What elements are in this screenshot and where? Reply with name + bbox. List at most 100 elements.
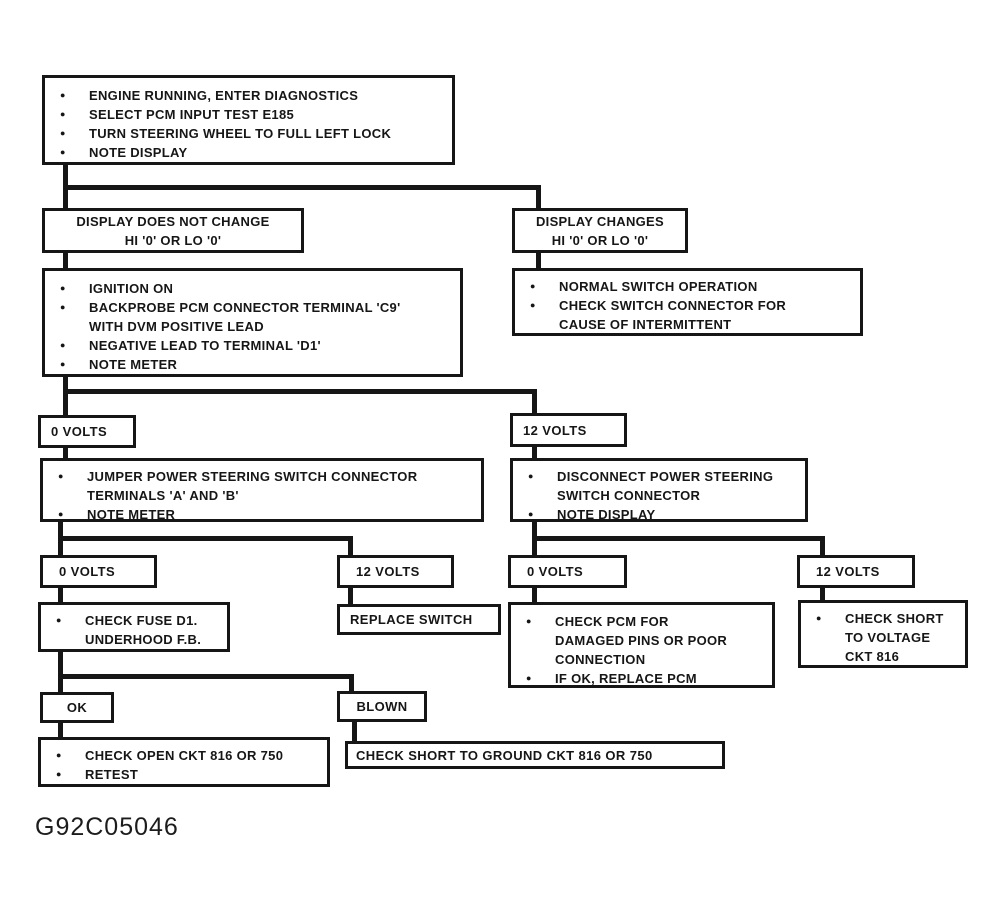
node-replace-switch: REPLACE SWITCH <box>337 604 501 635</box>
node-check-open-ckt: CHECK OPEN CKT 816 OR 750 RETEST <box>38 737 330 787</box>
volt-label: 0 VOLTS <box>527 564 584 579</box>
bullet-icon <box>528 467 534 488</box>
connector-line <box>532 586 537 603</box>
bullet-icon <box>60 355 66 376</box>
node-check-short-voltage: CHECK SHORT TO VOLTAGE CKT 816 <box>798 600 968 668</box>
step-text: CHECK SHORT TO VOLTAGE CKT 816 <box>845 611 944 664</box>
step-item: NOTE METER <box>43 505 471 524</box>
node-disconnect-switch: DISCONNECT POWER STEERING SWITCH CONNECT… <box>510 458 808 522</box>
result-text: DISPLAY CHANGES <box>535 213 665 229</box>
node-12-volts-b: 12 VOLTS <box>337 555 454 588</box>
volt-label: 0 VOLTS <box>59 564 116 579</box>
step-item: NORMAL SWITCH OPERATION <box>515 277 850 296</box>
connector-line <box>58 536 353 541</box>
step-text: NEGATIVE LEAD TO TERMINAL 'D1' <box>89 338 321 353</box>
connector-line <box>58 674 354 679</box>
bullet-icon <box>60 105 66 126</box>
step-text: ENGINE RUNNING, ENTER DIAGNOSTICS <box>89 88 359 103</box>
step-text: TURN STEERING WHEEL TO FULL LEFT LOCK <box>89 126 392 141</box>
bullet-icon <box>56 765 62 786</box>
step-item: RETEST <box>41 765 317 784</box>
bullet-icon <box>60 143 66 164</box>
action-label: CHECK SHORT TO GROUND CKT 816 OR 750 <box>356 747 653 763</box>
bullet-icon <box>58 505 64 526</box>
step-text: CHECK FUSE D1. UNDERHOOD F.B. <box>85 613 202 647</box>
connector-line <box>63 185 541 190</box>
connector-line <box>352 720 357 742</box>
step-text: IF OK, REPLACE PCM <box>555 671 697 686</box>
node-backprobe-pcm: IGNITION ON BACKPROBE PCM CONNECTOR TERM… <box>42 268 463 377</box>
bullet-icon <box>530 296 536 317</box>
step-text: BACKPROBE PCM CONNECTOR TERMINAL 'C9' WI… <box>89 300 401 334</box>
connector-line <box>532 389 537 414</box>
step-item: CHECK SHORT TO VOLTAGE CKT 816 <box>801 609 955 666</box>
step-text: NOTE METER <box>89 357 178 372</box>
step-text: SELECT PCM INPUT TEST E185 <box>89 107 295 122</box>
step-item: NOTE DISPLAY <box>45 143 442 162</box>
connector-line <box>58 586 63 603</box>
step-item: JUMPER POWER STEERING SWITCH CONNECTOR T… <box>43 467 471 505</box>
step-item: IGNITION ON <box>45 279 450 298</box>
node-check-fuse: CHECK FUSE D1. UNDERHOOD F.B. <box>38 602 230 652</box>
volt-label: 12 VOLTS <box>816 564 880 579</box>
node-check-pcm: CHECK PCM FOR DAMAGED PINS OR POOR CONNE… <box>508 602 775 688</box>
step-item: SELECT PCM INPUT TEST E185 <box>45 105 442 124</box>
connector-line <box>820 586 825 601</box>
bullet-icon <box>58 467 64 488</box>
result-text: HI '0' OR LO '0' <box>551 232 649 248</box>
step-item: IF OK, REPLACE PCM <box>511 669 762 688</box>
bullet-icon <box>816 609 822 630</box>
step-text: CHECK OPEN CKT 816 OR 750 <box>85 748 284 763</box>
node-display-changes: DISPLAY CHANGES HI '0' OR LO '0' <box>512 208 688 253</box>
step-item: CHECK PCM FOR DAMAGED PINS OR POOR CONNE… <box>511 612 762 669</box>
result-label: BLOWN <box>356 699 408 714</box>
bullet-icon <box>60 279 66 300</box>
bullet-icon <box>60 336 66 357</box>
step-text: IGNITION ON <box>89 281 174 296</box>
step-item: CHECK SWITCH CONNECTOR FOR CAUSE OF INTE… <box>515 296 850 334</box>
step-item: DISCONNECT POWER STEERING SWITCH CONNECT… <box>513 467 795 505</box>
step-text: RETEST <box>85 767 139 782</box>
connector-line <box>536 185 541 209</box>
node-12-volts-c: 12 VOLTS <box>797 555 915 588</box>
step-item: CHECK FUSE D1. UNDERHOOD F.B. <box>41 611 217 649</box>
bullet-icon <box>526 669 532 690</box>
step-text: CHECK PCM FOR DAMAGED PINS OR POOR CONNE… <box>555 614 728 667</box>
connector-line <box>348 586 353 605</box>
result-text: DISPLAY DOES NOT CHANGE <box>76 213 270 229</box>
step-text: NOTE METER <box>87 507 176 522</box>
connector-line <box>348 536 353 556</box>
node-check-short-ground: CHECK SHORT TO GROUND CKT 816 OR 750 <box>345 741 725 769</box>
node-start: ENGINE RUNNING, ENTER DIAGNOSTICS SELECT… <box>42 75 455 165</box>
bullet-icon <box>526 612 532 633</box>
connector-line <box>63 389 537 394</box>
step-item: NOTE DISPLAY <box>513 505 795 524</box>
node-0-volts-a: 0 VOLTS <box>38 415 136 448</box>
connector-line <box>63 251 68 269</box>
connector-line <box>58 720 63 738</box>
node-normal-switch-operation: NORMAL SWITCH OPERATION CHECK SWITCH CON… <box>512 268 863 336</box>
connector-line <box>536 251 541 269</box>
node-blown: BLOWN <box>337 691 427 722</box>
step-item: NOTE METER <box>45 355 450 374</box>
connector-line <box>63 374 68 416</box>
node-0-volts-b: 0 VOLTS <box>40 555 157 588</box>
result-text: HI '0' OR LO '0' <box>124 232 222 248</box>
bullet-icon <box>528 505 534 526</box>
bullet-icon <box>56 611 62 632</box>
connector-line <box>820 536 825 556</box>
figure-id-caption: G92C05046 <box>35 813 179 841</box>
bullet-icon <box>60 86 66 107</box>
volt-label: 0 VOLTS <box>51 424 108 439</box>
node-0-volts-c: 0 VOLTS <box>508 555 627 588</box>
step-item: TURN STEERING WHEEL TO FULL LEFT LOCK <box>45 124 442 143</box>
step-text: JUMPER POWER STEERING SWITCH CONNECTOR T… <box>87 469 418 503</box>
node-jumper-switch: JUMPER POWER STEERING SWITCH CONNECTOR T… <box>40 458 484 522</box>
connector-line <box>349 674 354 692</box>
volt-label: 12 VOLTS <box>523 422 587 438</box>
step-item: CHECK OPEN CKT 816 OR 750 <box>41 746 317 765</box>
connector-line <box>532 536 825 541</box>
step-text: NOTE DISPLAY <box>557 507 656 522</box>
step-text: NORMAL SWITCH OPERATION <box>559 279 758 294</box>
